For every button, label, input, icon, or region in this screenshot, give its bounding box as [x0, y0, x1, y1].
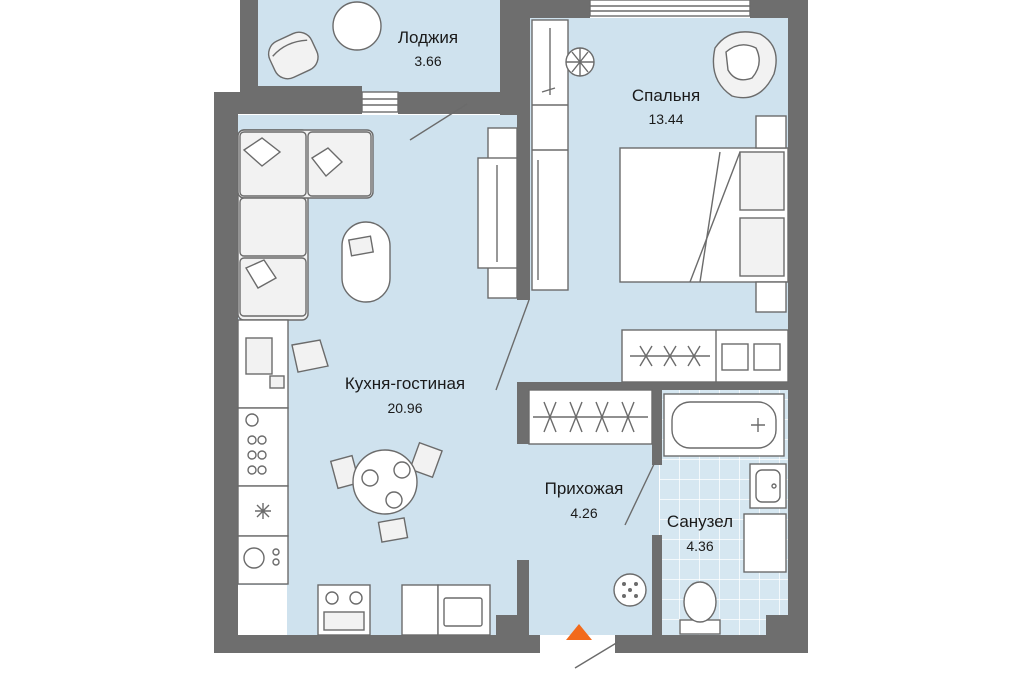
loggia-area: 3.66 — [414, 53, 441, 69]
kitchen-living-area: 20.96 — [387, 400, 422, 416]
walls — [214, 0, 808, 653]
coffee-table — [341, 221, 391, 303]
washing-machine — [743, 513, 787, 573]
floor-drain — [613, 573, 647, 607]
kitchen-units — [237, 407, 491, 636]
hallway-label: Прихожая — [545, 479, 624, 498]
bathroom-area: 4.36 — [686, 538, 713, 554]
bedroom-area: 13.44 — [648, 111, 683, 127]
bathtub — [663, 393, 785, 457]
loggia-furniture — [267, 1, 382, 80]
bedroom-wardrobe-shelf — [621, 329, 789, 383]
bedroom-label: Спальня — [632, 86, 700, 105]
wardrobe — [531, 19, 569, 291]
hallway-wardrobe — [528, 389, 653, 445]
tv-unit — [477, 127, 518, 299]
dining-table — [329, 441, 443, 543]
sofa — [237, 129, 374, 321]
loggia-label: Лоджия — [398, 28, 458, 47]
hallway-area: 4.26 — [570, 505, 597, 521]
bathroom-label: Санузел — [667, 512, 733, 531]
kitchen-living-label: Кухня-гостиная — [345, 374, 465, 393]
sink — [749, 463, 787, 509]
windows — [361, 0, 751, 113]
entrance-arrow-icon — [566, 624, 592, 640]
toilet — [679, 581, 721, 635]
plant — [565, 47, 595, 77]
armchair — [712, 31, 777, 99]
desk — [237, 319, 329, 409]
door-lines — [409, 103, 656, 669]
bed — [619, 115, 789, 313]
